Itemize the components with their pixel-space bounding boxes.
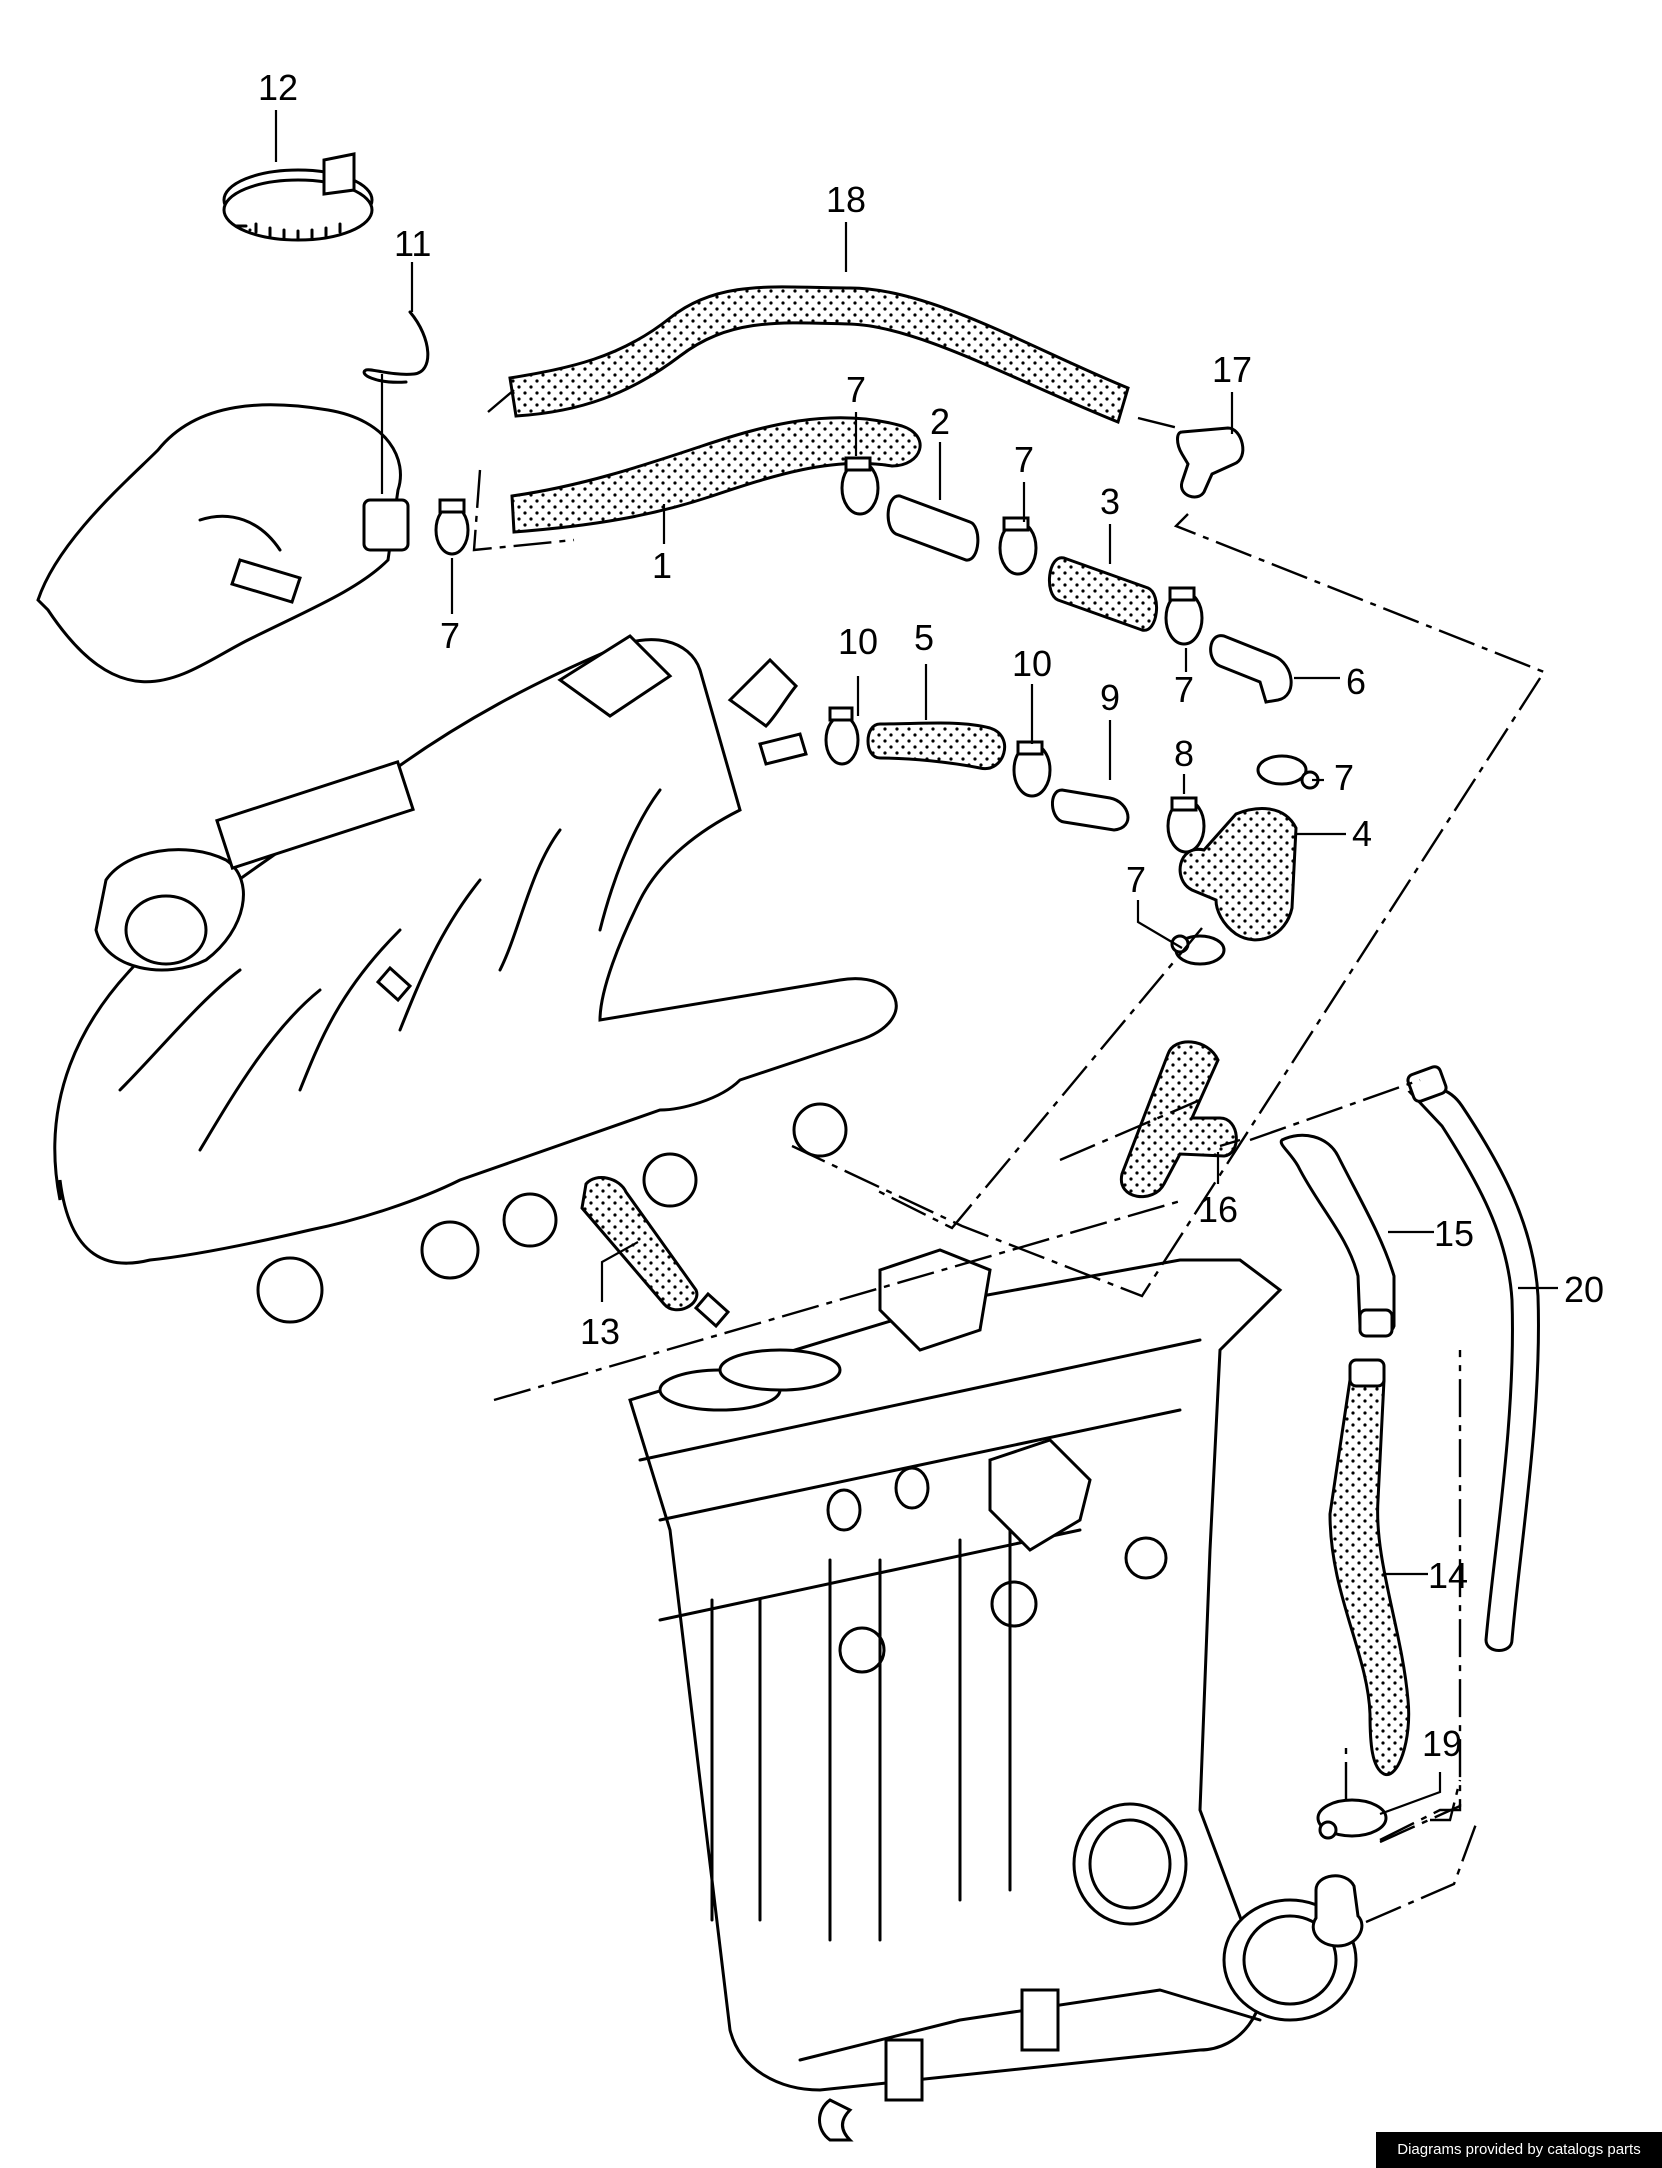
callout-15: 15	[1434, 1213, 1474, 1254]
callout-6: 6	[1346, 661, 1366, 702]
hose-clamp-7-left	[434, 498, 470, 556]
hose-clamp-7-a	[840, 456, 880, 516]
elbow-fitting-17	[1176, 426, 1245, 499]
breather-valve	[1311, 1874, 1364, 1948]
callout-labels: 12 11 18 17 7 2 7 3 1 7 10 5 10 7 6 9 7 …	[258, 67, 1604, 1764]
callout-7-lower: 7	[1126, 859, 1146, 900]
callout-14: 14	[1428, 1555, 1468, 1596]
elbow-fitting-6	[1209, 634, 1293, 704]
hose-clamp-7-e	[1170, 934, 1226, 966]
pipe-stub-upper	[375, 965, 413, 1003]
callout-1: 1	[652, 545, 672, 586]
leader-lines	[274, 110, 1558, 1816]
callout-19: 19	[1422, 1723, 1462, 1764]
air-intake-housing	[36, 403, 410, 684]
hose-clamp-7-d	[1256, 754, 1320, 790]
upper-vent-hose	[508, 285, 1130, 425]
callout-18: 18	[826, 179, 866, 220]
hose-end-14	[1348, 1358, 1386, 1388]
intake-manifold	[53, 634, 898, 1324]
hose-clamp-10-a	[824, 706, 860, 766]
vent-hose-1	[510, 416, 922, 534]
hose-piece-3	[1047, 556, 1159, 632]
callout-3: 3	[1100, 481, 1120, 522]
hose-clamp-19	[1316, 1798, 1388, 1840]
wire-clip	[362, 310, 430, 384]
connection-lines	[472, 389, 1546, 1924]
t-piece-hose-4	[1178, 807, 1298, 942]
callout-5: 5	[914, 617, 934, 658]
hose-clamp-band	[222, 152, 374, 242]
short-hose-13	[580, 1176, 699, 1312]
credit-banner: Diagrams provided by catalogs parts	[1376, 2132, 1662, 2168]
hose-clamp-7-c	[1164, 586, 1204, 646]
hose-end-20	[1406, 1065, 1448, 1103]
callout-16: 16	[1198, 1189, 1238, 1230]
callout-2: 2	[930, 401, 950, 442]
callout-10-right: 10	[1012, 643, 1052, 684]
callout-7-top-a: 7	[846, 369, 866, 410]
hose-end-15	[1358, 1308, 1394, 1338]
callout-7-top-b: 7	[1014, 439, 1034, 480]
hose-clamp-7-b	[998, 516, 1038, 576]
callout-8: 8	[1174, 733, 1194, 774]
callout-7-right: 7	[1334, 757, 1354, 798]
callout-13: 13	[580, 1311, 620, 1352]
pipe-stub-13	[693, 1291, 731, 1329]
lower-hose-14	[1328, 1371, 1411, 1776]
hose-15	[1279, 1133, 1396, 1338]
long-hose-20	[1407, 1085, 1540, 1652]
callout-4: 4	[1352, 813, 1372, 854]
hose-clamp-10-b	[1012, 740, 1052, 798]
callout-20: 20	[1564, 1269, 1604, 1310]
callout-7-left: 7	[440, 615, 460, 656]
check-valve-9	[1051, 788, 1130, 832]
connector-tube-2	[886, 494, 980, 562]
callout-10-left: 10	[838, 621, 878, 662]
callout-7-mid: 7	[1174, 669, 1194, 710]
engine-cylinder-block	[628, 1248, 1358, 2142]
callout-12: 12	[258, 67, 298, 108]
callout-17: 17	[1212, 349, 1252, 390]
hose-clamp-8	[1166, 796, 1206, 854]
vent-hose-5	[866, 721, 1007, 771]
callout-11: 11	[394, 223, 431, 264]
callout-9: 9	[1100, 677, 1120, 718]
